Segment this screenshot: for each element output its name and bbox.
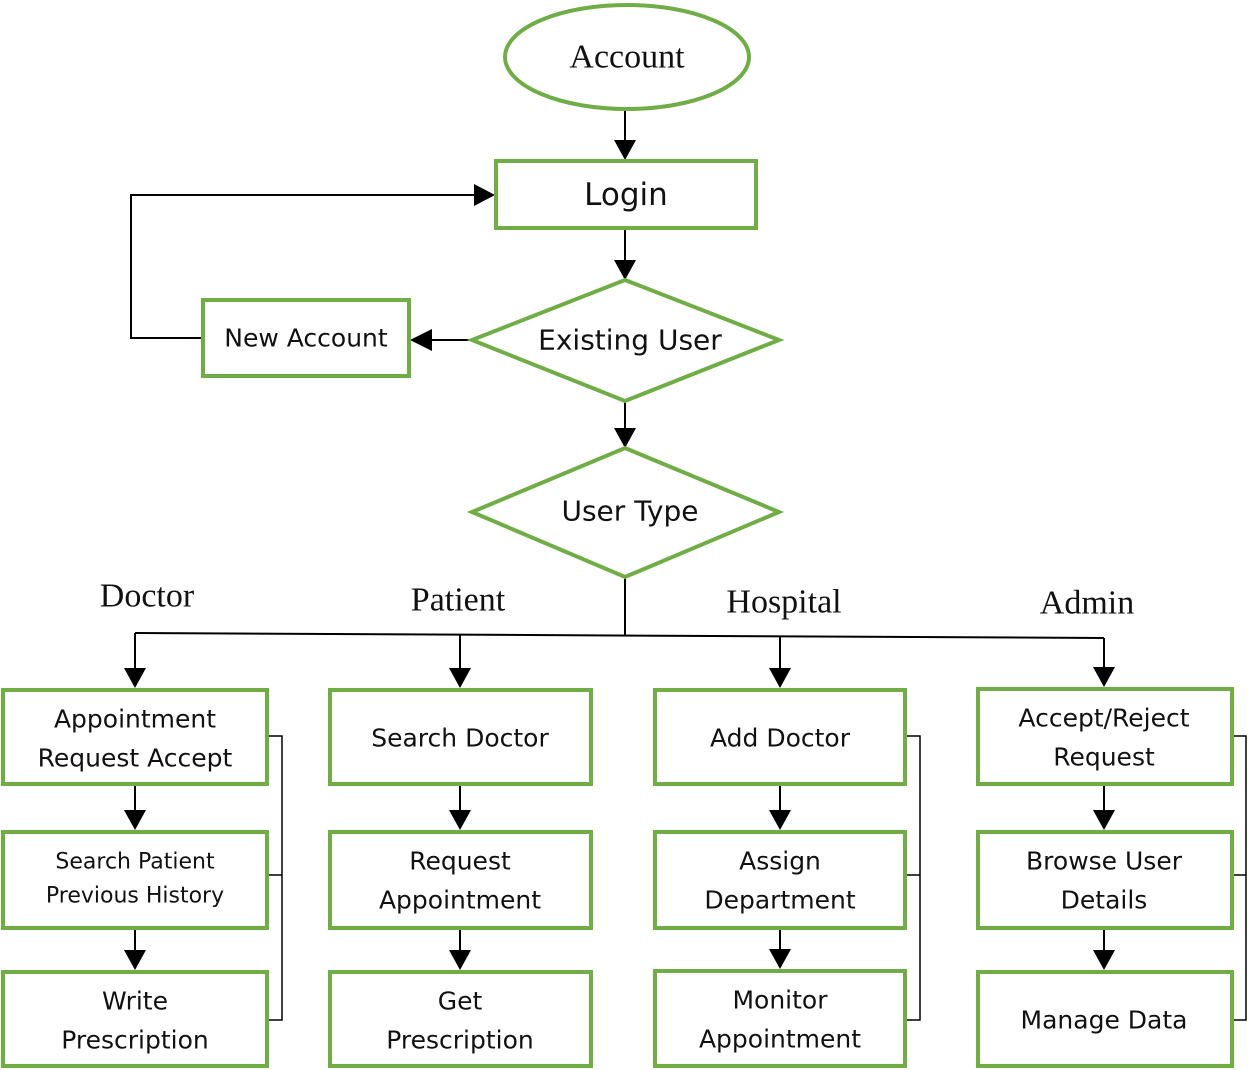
user-type-node: User Type (466, 445, 785, 580)
arrowhead (769, 949, 791, 969)
admin-step-1-box (976, 687, 1234, 786)
admin-step-1: Accept/Reject Request (976, 687, 1234, 786)
arrowhead (1093, 950, 1115, 970)
admin-step-2-box (976, 830, 1234, 930)
admin-step-2: Browse User Details (976, 830, 1234, 930)
patient-step-1-line-1: Search Doctor (371, 724, 549, 753)
patient-step-2: Request Appointment (328, 830, 593, 930)
branch-label-admin: Admin (1040, 585, 1134, 622)
arrowhead (614, 140, 636, 160)
patient-step-3-line-2: Prescription (386, 1026, 534, 1055)
doctor-step-3-line-1: Write (102, 987, 168, 1016)
arrowhead (449, 668, 471, 688)
patient-step-3: Get Prescription (328, 970, 593, 1068)
hospital-step-2: Assign Department (653, 830, 907, 930)
doctor-step-3-line-2: Prescription (61, 1026, 209, 1055)
patient-step-1-box (328, 688, 593, 786)
hospital-group-bracket (906, 735, 921, 1021)
admin-step-1-line-1: Accept/Reject (1018, 704, 1189, 733)
login-node: Login (494, 159, 758, 230)
admin-step-3: Manage Data (976, 970, 1234, 1068)
edges (124, 110, 1247, 1021)
patient-step-1: Search Doctor (328, 688, 593, 786)
doctor-step-3: Write Prescription (1, 970, 269, 1068)
patient-step-2-box (328, 830, 593, 930)
admin-step-3-box (976, 970, 1234, 1068)
branch-label-doctor: Doctor (100, 578, 195, 615)
user-type-label: User Type (561, 495, 698, 528)
patient-step-2-line-2: Appointment (379, 886, 541, 915)
hospital-step-2-line-1: Assign (739, 847, 821, 876)
patient-step-3-line-1: Get (438, 987, 483, 1016)
admin-group-bracket (1232, 735, 1247, 1021)
doctor-step-3-box (1, 970, 269, 1068)
arrowhead (449, 950, 471, 970)
account-label: Account (569, 39, 685, 76)
existing-user-label: Existing User (538, 324, 722, 357)
arrowhead (410, 329, 432, 351)
doctor-group-bracket (268, 735, 283, 1021)
doctor-step-2-line-2: Previous History (46, 884, 224, 909)
arrowhead (769, 668, 791, 688)
edge-new-account-login (130, 194, 476, 339)
arrowhead (124, 810, 146, 830)
hospital-step-2-box (653, 830, 907, 930)
admin-step-1-line-2: Request (1053, 743, 1155, 772)
branch-label-hospital: Hospital (726, 584, 841, 621)
arrowhead (124, 950, 146, 970)
arrowhead (614, 260, 636, 280)
branch-bus (134, 632, 1105, 639)
hospital-step-3-box (653, 969, 907, 1068)
doctor-step-2-box (1, 830, 269, 930)
arrowhead (1093, 810, 1115, 830)
arrowhead (449, 810, 471, 830)
admin-step-3-line-1: Manage Data (1021, 1006, 1188, 1035)
patient-step-2-line-1: Request (409, 847, 511, 876)
arrowhead (614, 428, 636, 448)
arrowhead (474, 184, 495, 206)
hospital-step-3-line-1: Monitor (732, 986, 828, 1015)
branch-label-patient: Patient (411, 582, 506, 619)
arrowhead (1093, 667, 1115, 687)
hospital-step-2-line-2: Department (704, 886, 855, 915)
admin-step-2-line-1: Browse User (1026, 847, 1183, 876)
account-ellipse (503, 3, 751, 111)
doctor-step-2-line-1: Search Patient (55, 850, 215, 875)
hospital-step-3-line-2: Appointment (699, 1025, 861, 1054)
hospital-step-1-line-1: Add Doctor (710, 724, 851, 753)
existing-user-diamond (466, 277, 785, 404)
existing-user-node: Existing User (466, 277, 785, 404)
account-node: Account (503, 3, 751, 111)
doctor-step-1-box (1, 688, 269, 786)
doctor-step-1: Appointment Request Accept (1, 688, 269, 786)
login-box (494, 159, 758, 230)
new-account-node: New Account (201, 298, 411, 378)
doctor-step-1-line-1: Appointment (54, 705, 216, 734)
hospital-step-1: Add Doctor (653, 688, 907, 786)
new-account-label: New Account (224, 324, 388, 353)
user-type-diamond (466, 445, 785, 580)
new-account-box (201, 298, 411, 378)
arrowhead (124, 668, 146, 688)
hospital-step-1-box (653, 688, 907, 786)
admin-step-2-line-2: Details (1061, 886, 1148, 915)
arrowhead (769, 810, 791, 830)
doctor-step-1-line-2: Request Accept (38, 744, 233, 773)
hospital-step-3: Monitor Appointment (653, 969, 907, 1068)
doctor-step-2: Search Patient Previous History (1, 830, 269, 930)
login-label: Login (584, 177, 668, 213)
patient-step-3-box (328, 970, 593, 1068)
